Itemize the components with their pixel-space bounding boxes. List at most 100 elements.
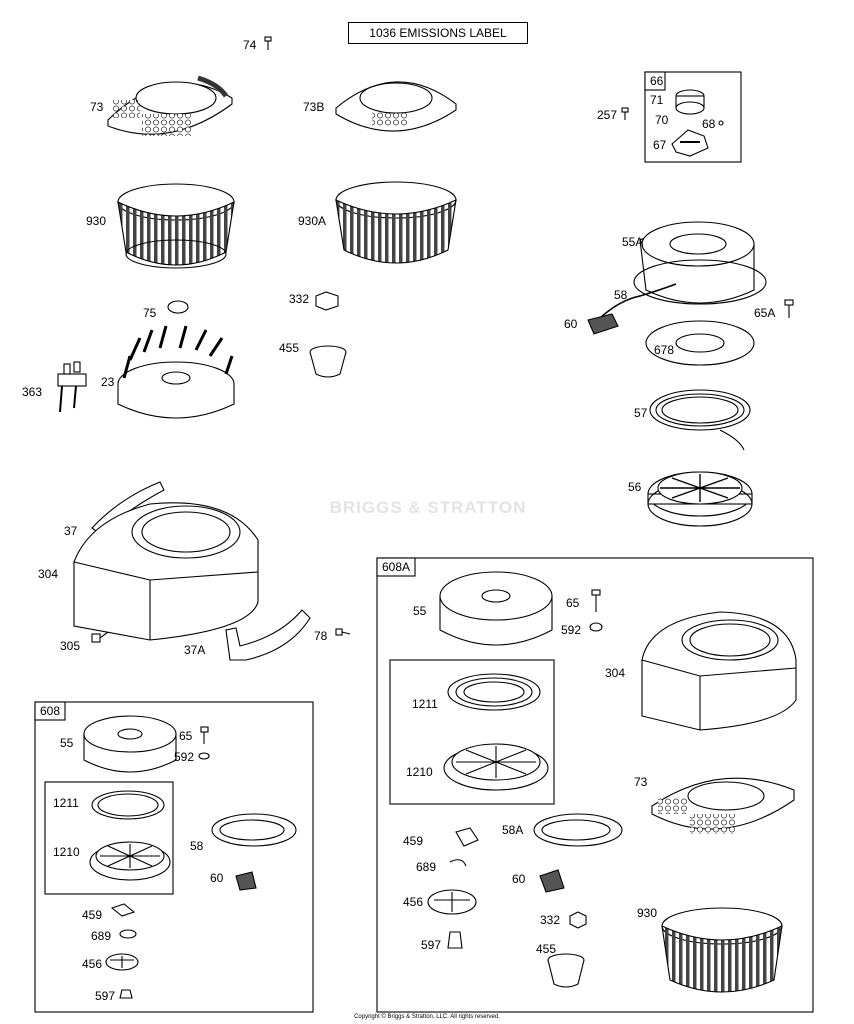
part-65A-screw — [784, 299, 794, 318]
callout-678: 678 — [654, 343, 675, 357]
callout-60: 60 — [564, 317, 578, 331]
callout-608A-304: 304 — [605, 666, 626, 680]
box-66-label: 66 — [650, 74, 664, 88]
callout-608A-332: 332 — [540, 913, 561, 927]
callout-608-60: 60 — [210, 871, 224, 885]
callout-608A-1210: 1210 — [406, 765, 433, 779]
callout-608A-58A: 58A — [502, 823, 524, 837]
part-60-handle — [587, 313, 619, 335]
part-930A-guard — [335, 181, 457, 264]
b608A-459-pawl — [455, 827, 479, 847]
part-58-rope — [599, 283, 677, 319]
b608-1211-spring — [91, 790, 165, 820]
callout-608A-597: 597 — [421, 938, 442, 952]
b608A-73-screen — [651, 777, 795, 834]
b608A-1210-pulley — [443, 743, 549, 791]
emissions-label: 1036 EMISSIONS LABEL — [348, 22, 528, 44]
part-257-screw — [621, 107, 629, 120]
part-68-ball — [718, 120, 724, 126]
callout-455: 455 — [279, 341, 300, 355]
callout-23: 23 — [101, 375, 115, 389]
callout-930: 930 — [86, 214, 107, 228]
callout-55A: 55A — [622, 235, 644, 249]
part-332-nut — [315, 291, 339, 311]
callout-608A-1211: 1211 — [412, 697, 438, 711]
callout-608A-73: 73 — [634, 775, 648, 789]
part-73B-screen — [335, 81, 457, 132]
b608A-456-retainer — [427, 889, 477, 915]
b608-inner-box — [44, 781, 174, 895]
callout-608A-60: 60 — [512, 872, 526, 886]
b608-60-handle — [235, 871, 257, 891]
callout-608A-689: 689 — [416, 860, 437, 874]
callout-608-65: 65 — [179, 729, 193, 743]
b608A-689-spring — [449, 859, 467, 867]
b608-459-pawl — [110, 903, 136, 917]
part-57-spring — [649, 389, 751, 451]
part-678-washer — [645, 320, 755, 366]
box-608 — [34, 701, 314, 1013]
callout-332: 332 — [289, 292, 310, 306]
b608A-58A-rope — [533, 813, 623, 847]
callout-37: 37 — [64, 524, 78, 538]
callout-608A-459: 459 — [403, 834, 424, 848]
callout-608-1211: 1211 — [53, 796, 79, 810]
callout-70: 70 — [655, 113, 669, 127]
box-66 — [644, 71, 742, 163]
callout-78: 78 — [314, 629, 328, 643]
callout-608A-65: 65 — [566, 596, 580, 610]
b608A-592-nut — [589, 622, 603, 632]
callout-930A: 930A — [298, 214, 327, 228]
watermark: BRIGGS & STRATTON — [329, 498, 527, 517]
box-608A — [376, 557, 814, 1013]
b608-65-screw — [200, 726, 209, 744]
callout-608A-456: 456 — [403, 895, 424, 909]
b608A-304-housing — [641, 611, 797, 731]
callout-65A: 65A — [754, 306, 776, 320]
callout-304: 304 — [38, 567, 59, 581]
part-305-screw — [91, 631, 109, 643]
part-930-guard — [117, 183, 235, 269]
part-71-70-bolt — [675, 89, 705, 115]
box-608A-label: 608A — [382, 560, 411, 574]
callout-608-55: 55 — [60, 736, 74, 750]
callout-608-456: 456 — [82, 957, 103, 971]
b608A-455-cup — [547, 953, 585, 988]
b608-55-starter — [83, 715, 177, 773]
callout-608-58: 58 — [190, 839, 204, 853]
box-608-label: 608 — [40, 704, 61, 718]
part-78-screw — [335, 628, 351, 636]
callout-305: 305 — [60, 639, 81, 653]
b608A-597-screw — [447, 931, 463, 949]
callout-37A: 37A — [184, 643, 206, 657]
b608A-930-guard — [661, 907, 783, 993]
callout-608A-455: 455 — [536, 942, 557, 956]
part-55A-starter — [633, 221, 767, 305]
callout-608-597: 597 — [95, 989, 116, 1003]
callout-73: 73 — [90, 100, 104, 114]
callout-71: 71 — [650, 93, 664, 107]
callout-608-689: 689 — [91, 929, 112, 943]
callout-67: 67 — [653, 138, 667, 152]
callout-363: 363 — [22, 385, 43, 399]
part-363-armature — [57, 361, 87, 413]
callout-257: 257 — [597, 108, 618, 122]
b608A-inner-box — [389, 659, 555, 805]
callout-56: 56 — [628, 480, 642, 494]
copyright-footer: Copyright © Briggs & Stratton, LLC. All … — [354, 1014, 500, 1020]
b608-689-spring — [119, 929, 137, 939]
b608-1210-pulley — [89, 841, 171, 881]
b608-597-screw — [119, 989, 133, 999]
b608A-60-handle — [539, 869, 565, 893]
callout-68: 68 — [702, 117, 716, 131]
part-67-pawl-hub — [671, 129, 709, 157]
part-37A-baffle — [225, 609, 311, 661]
part-73-screen — [107, 75, 233, 136]
callout-73B: 73B — [303, 100, 325, 114]
part-74-screw — [264, 36, 272, 50]
part-75-washer — [167, 300, 189, 314]
b608A-332-nut — [569, 911, 587, 929]
b608-456-retainer — [105, 953, 139, 971]
part-304-housing — [73, 502, 259, 641]
callout-608A-55: 55 — [413, 604, 427, 618]
